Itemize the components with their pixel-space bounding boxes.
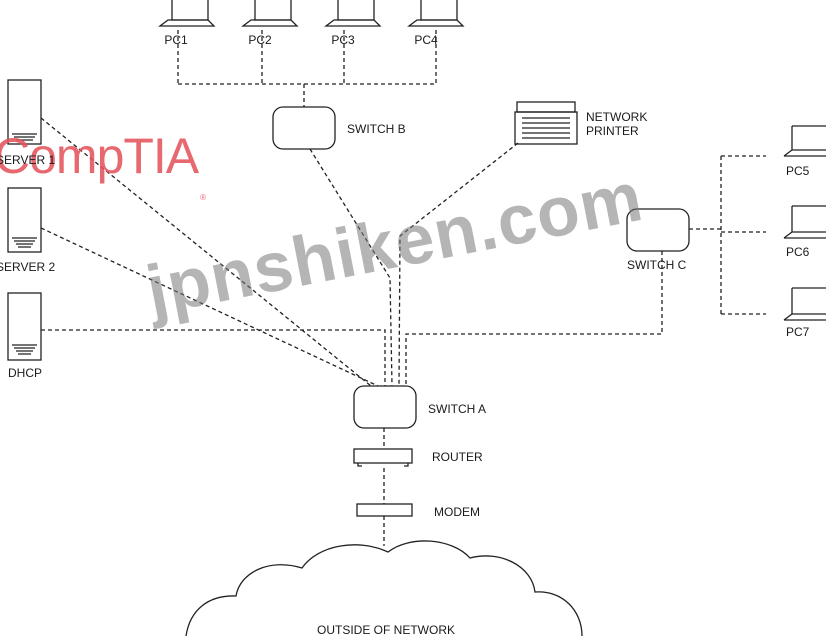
pc5-icon — [783, 125, 826, 157]
pc2-label: PC2 — [248, 33, 272, 47]
dhcp-label: DHCP — [8, 366, 43, 380]
pc3-icon — [324, 0, 382, 27]
comptia-logo: CompTIA® — [0, 128, 206, 202]
pc7-icon — [783, 287, 826, 321]
switch-c-label: SWITCH C — [627, 258, 687, 272]
pc1-icon — [158, 0, 216, 27]
pc6-icon — [783, 205, 826, 239]
switch-b-label: SWITCH B — [347, 122, 406, 136]
network-printer-icon — [514, 101, 578, 145]
switch-b-icon — [272, 106, 336, 150]
dhcp-server-icon — [7, 292, 42, 361]
pc4-icon — [407, 0, 465, 27]
server1-icon — [7, 79, 42, 145]
server1-label: SERVER 1 — [0, 153, 56, 167]
server2-label: SERVER 2 — [0, 260, 56, 274]
pc4-label: PC4 — [414, 33, 438, 47]
internet-cloud — [185, 540, 583, 636]
pc7-label: PC7 — [786, 325, 810, 339]
router-icon — [353, 448, 413, 467]
pc5-label: PC5 — [786, 164, 810, 178]
modem-icon — [356, 503, 413, 517]
server2-icon — [7, 187, 42, 253]
router-label: ROUTER — [432, 450, 483, 464]
network-printer-label: NETWORK PRINTER — [586, 110, 648, 138]
internet-label: OUTSIDE OF NETWORK — [317, 623, 455, 637]
switch-c-icon — [626, 208, 690, 252]
switch-a-icon — [353, 385, 417, 429]
switch-a-label: SWITCH A — [428, 402, 487, 416]
modem-label: MODEM — [434, 505, 480, 519]
pc6-label: PC6 — [786, 245, 810, 259]
pc2-icon — [241, 0, 299, 27]
pc3-label: PC3 — [331, 33, 355, 47]
pc1-label: PC1 — [164, 33, 188, 47]
